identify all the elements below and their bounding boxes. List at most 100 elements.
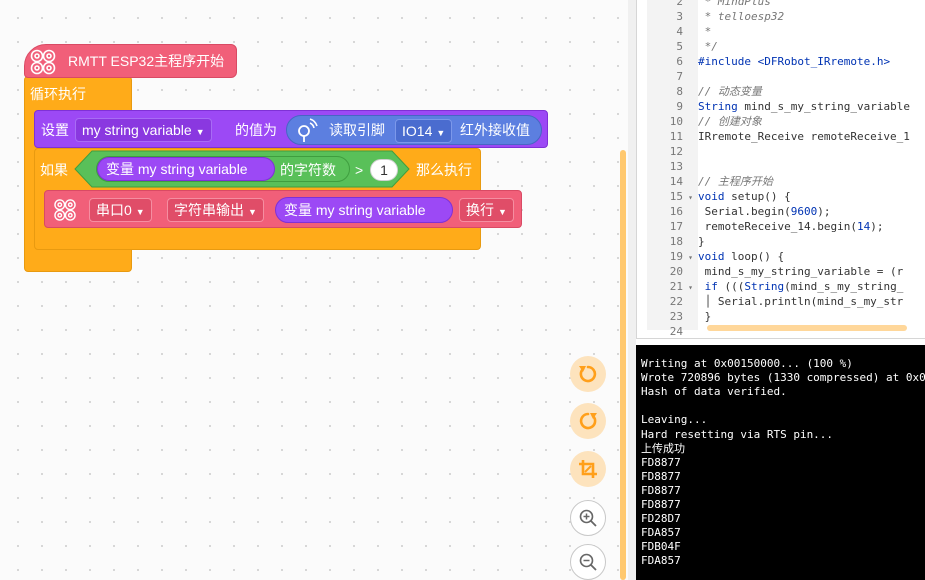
line-number: 4 [676,25,683,38]
code-text: void setup() { [698,190,791,203]
line-number: 5 [676,40,683,53]
value-of-label: 的值为 [235,122,277,138]
line-number: 24 [669,325,683,338]
code-text: remoteReceive_14.begin(14); [698,220,884,233]
line-number: 17 [669,220,683,233]
line-number: 16 [669,205,683,218]
main-hat-label: RMTT ESP32主程序开始 [68,53,225,69]
code-text: #include <DFRobot_IRremote.h> [698,55,891,68]
code-text: // 主程序开始 [698,175,773,188]
pin-dropdown[interactable]: IO14▼ [395,119,453,143]
code-line: 8 // 动态变量 [647,84,762,99]
serial-variable-reporter[interactable]: 变量 my string variable [275,197,453,223]
code-text: if (((String(mind_s_my_string_ [704,280,904,293]
console-line: FD8877 [641,498,681,511]
line-number: 8 [676,85,683,98]
fold-marker[interactable]: ▾ [688,283,693,292]
console-line: FD8877 [641,483,681,497]
line-number: 7 [676,70,683,83]
set-variable-dropdown[interactable]: my string variable▼ [75,118,212,142]
pin-value: IO14 [402,123,433,139]
crop-icon [579,460,597,478]
condition-var-prefix: 变量 [106,161,134,177]
code-line: 22 │ Serial.println(mind_s_my_str [647,294,904,309]
condition-variable-reporter[interactable]: 变量 my string variable [97,157,275,181]
code-line: 23 } [647,309,712,324]
console-line: Writing at 0x00150000... (100 %) [641,357,853,370]
line-number: 3 [676,10,683,23]
panel-divider[interactable] [628,0,636,580]
line-number: 12 [669,145,683,158]
fold-marker[interactable]: ▾ [688,193,693,202]
code-line: 4 * [647,24,711,39]
code-line: 15 ▾ void setup() { [647,189,791,204]
code-line: 2 * MindPlus [647,0,770,9]
code-text: } [698,310,712,323]
chevron-down-icon: ▼ [135,207,145,217]
code-line: 3 * telloesp32 [647,9,784,24]
condition-variable-name: my string variable [137,161,248,177]
line-number: 14 [669,175,683,188]
fold-marker[interactable]: ▾ [688,253,693,262]
code-line: 7 [647,69,698,84]
line-number: 9 [676,100,683,113]
code-text: // 动态变量 [698,85,762,98]
then-label: 那么执行 [416,162,472,178]
line-number: 15 [669,190,683,203]
console-line: FD8877 [641,469,681,483]
line-number: 22 [669,295,683,308]
set-variable-block[interactable]: 设置 my string variable▼ 的值为 读取引脚 IO14▼ 红外… [34,110,548,148]
code-text: } [698,235,705,248]
console-line: 上传成功 [641,441,685,455]
workspace-vertical-scrollbar[interactable] [620,150,626,580]
serial-var-prefix: 变量 [284,202,312,218]
line-number: 13 [669,160,683,173]
sensor-icon [298,118,318,142]
main-hat-block[interactable]: RMTT ESP32主程序开始 [24,44,237,78]
code-line: 17 remoteReceive_14.begin(14); [647,219,884,234]
code-text: mind_s_my_string_variable = (r [698,265,904,278]
line-number-gutter [647,0,698,330]
console-line: Hard resetting via RTS pin... [641,427,834,441]
code-line: 6 #include <DFRobot_IRremote.h> [647,54,890,69]
zoom-in-button[interactable] [570,500,606,536]
crop-button[interactable] [570,451,606,487]
ir-receive-label: 红外接收值 [460,122,530,138]
line-number: 20 [669,265,683,278]
code-line: 19▾void loop() { [647,249,784,264]
newline-dropdown[interactable]: 换行▼ [459,198,514,222]
code-text: */ [698,40,718,53]
output-mode-dropdown[interactable]: 字符串输出 ▼ [167,198,264,222]
code-horizontal-scrollbar[interactable] [707,325,907,331]
console-line: FDA857 [641,554,681,568]
line-number: 19 [669,250,683,263]
compare-number-input[interactable]: 1 [370,159,398,181]
serial-print-block[interactable]: 串口0▼ 字符串输出 ▼ 变量 my string variable 换行▼ [44,190,522,228]
code-text: IRremote_Receive remoteReceive_1 [698,130,910,143]
zoom-out-button[interactable] [570,544,606,580]
code-text: Serial.begin(9600); [698,205,831,218]
code-line: 20 mind_s_my_string_variable = (r [647,264,904,279]
line-number: 2 [676,0,683,8]
line-number: 6 [676,55,683,68]
redo-button[interactable] [570,403,606,439]
serial-console[interactable]: Writing at 0x00150000... (100 %)Wrote 72… [636,345,925,580]
chevron-down-icon: ▼ [248,207,257,217]
operator-symbol: > [355,162,364,178]
loop-label: 循环执行 [30,86,86,102]
block-workspace[interactable]: 循环执行 RMTT ESP32主程序开始 如果 那么执行 变量 my strin… [0,0,628,580]
code-line: 5 */ [647,39,718,54]
code-line: 12 [647,144,698,159]
set-label: 设置 [41,122,69,138]
serial-port-dropdown[interactable]: 串口0▼ [89,198,152,222]
code-line: 16 Serial.begin(9600); [647,204,831,219]
read-ir-pin-reporter[interactable]: 读取引脚 IO14▼ 红外接收值 [286,115,542,145]
code-line: 14 // 主程序开始 [647,174,773,189]
undo-button[interactable] [570,356,606,392]
set-variable-name: my string variable [82,122,192,138]
output-mode-value: 字符串输出 [174,202,244,218]
console-line: FDB04F [641,540,681,554]
compare-number-value: 1 [380,162,388,178]
